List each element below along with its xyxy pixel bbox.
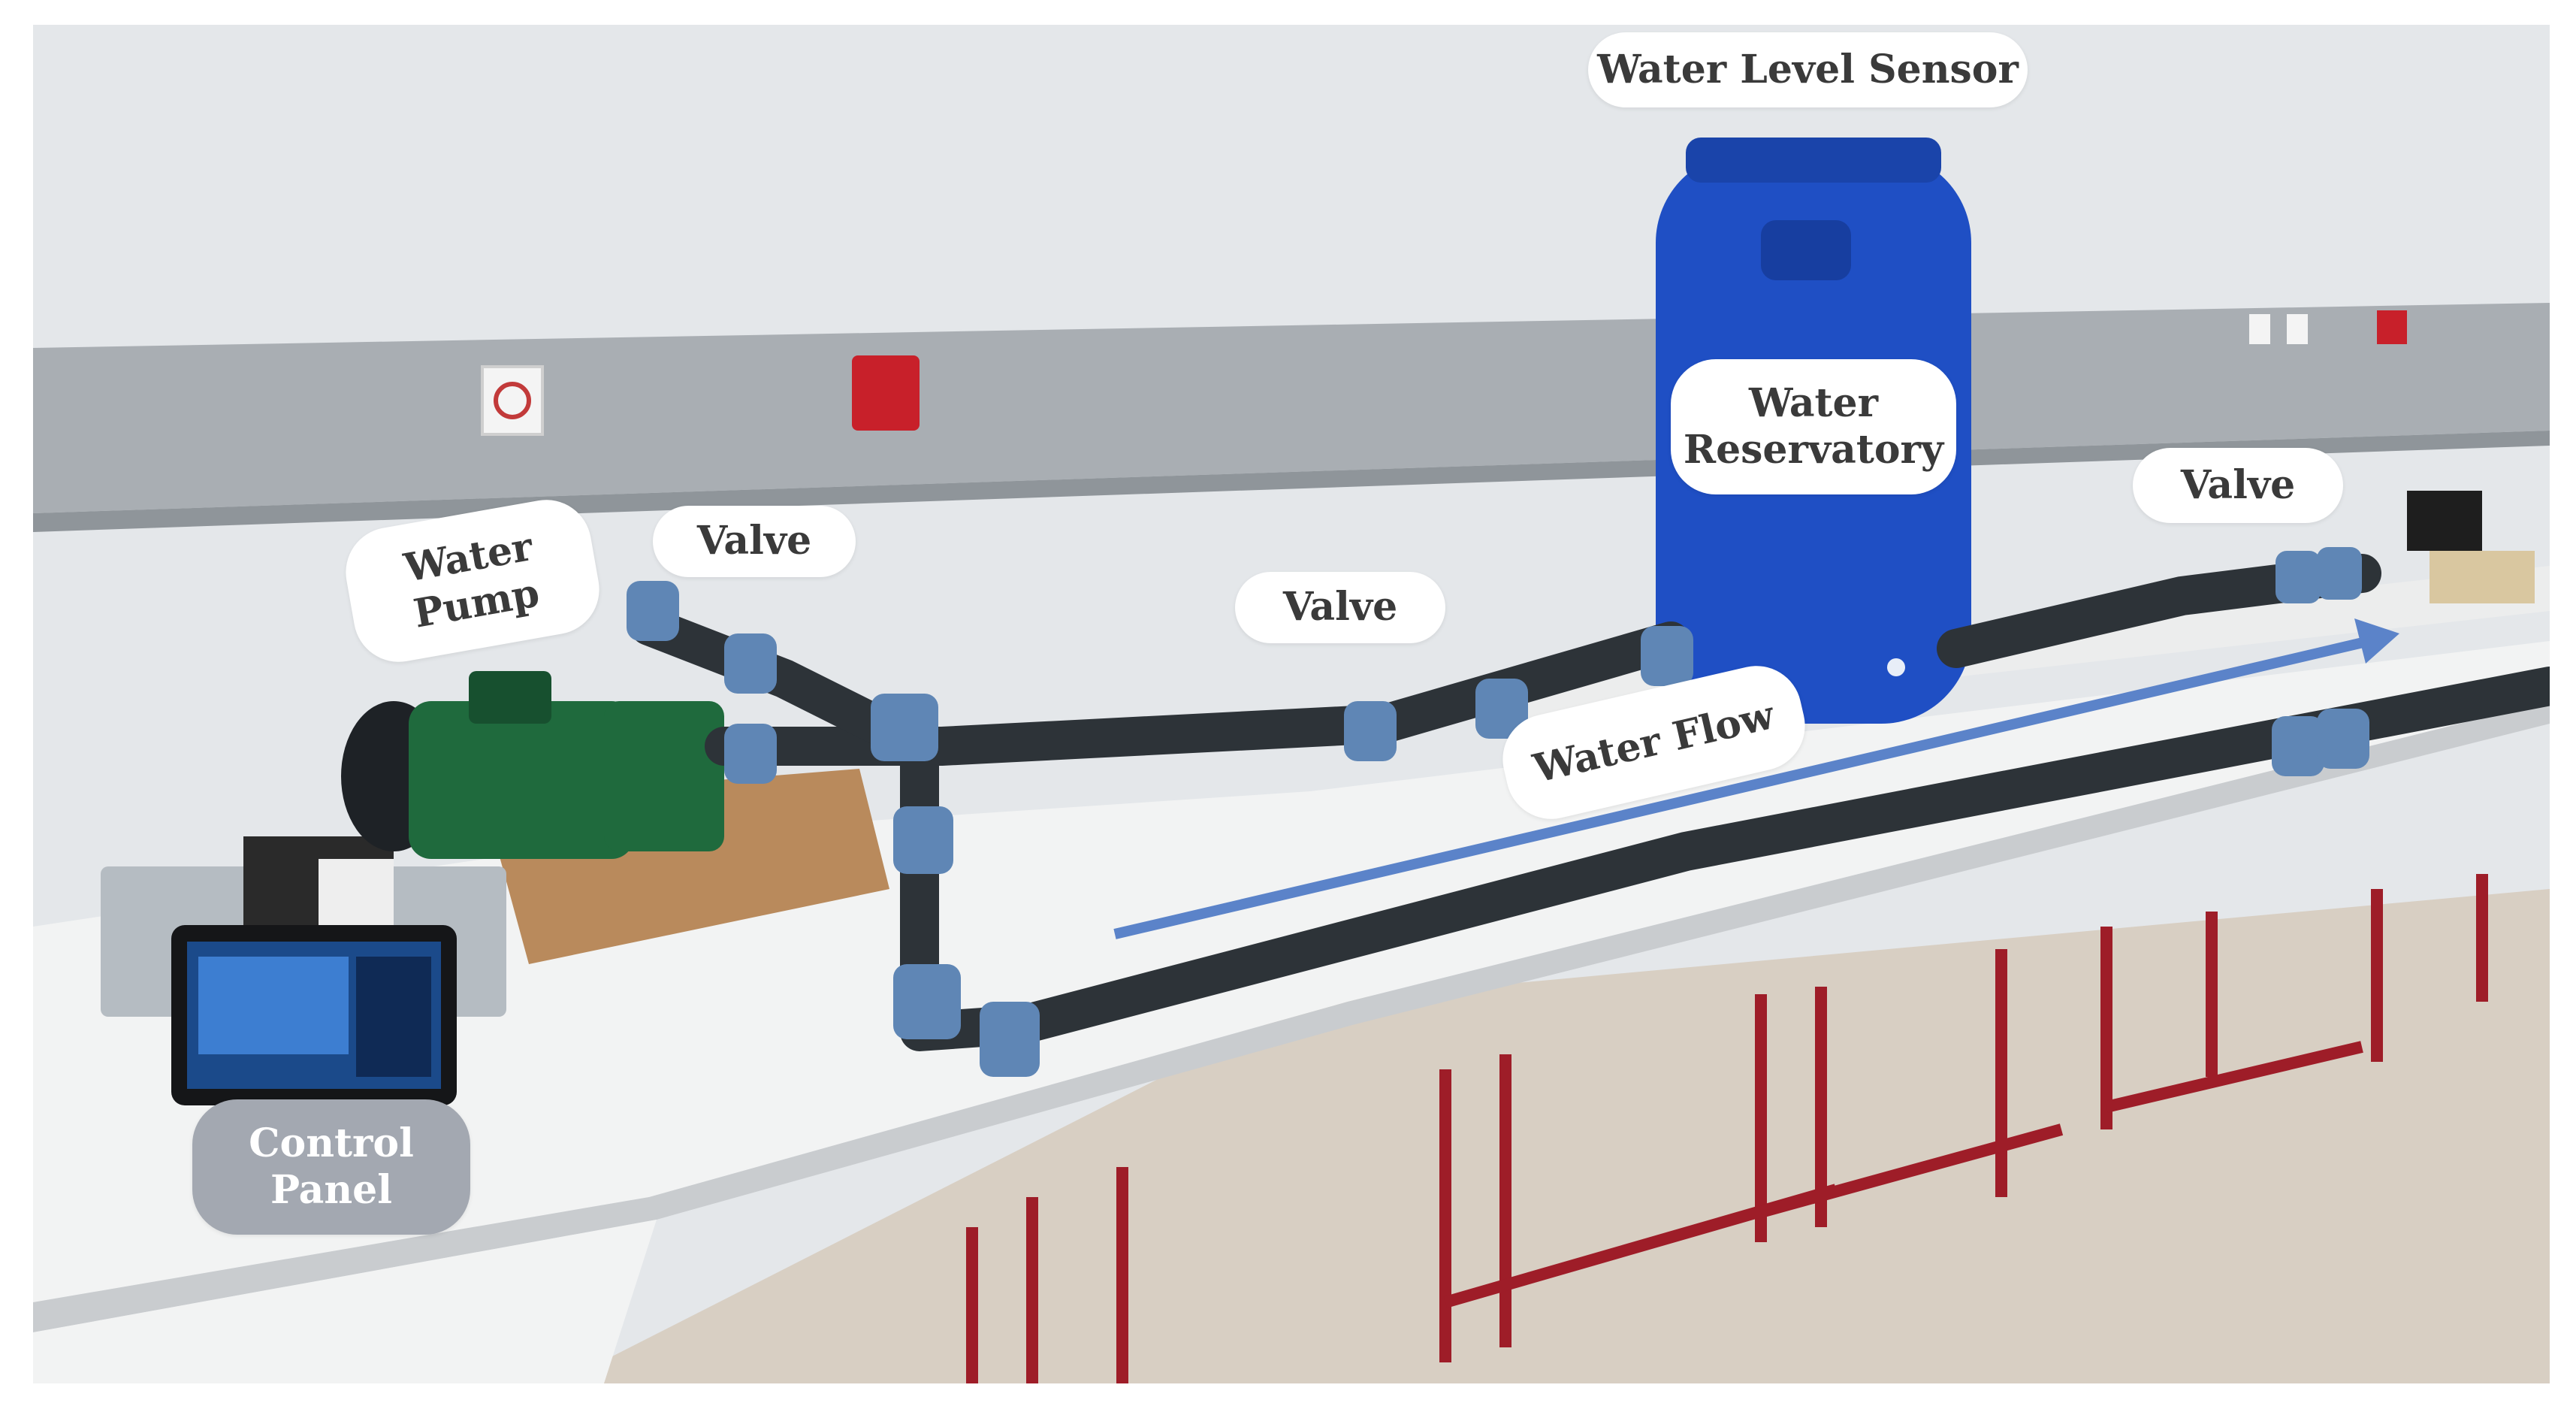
floor	[559, 889, 2550, 1383]
lab-photo: Water Level Sensor Water Reservatory Wat…	[33, 25, 2550, 1383]
pump-illustration	[341, 671, 724, 859]
label-control-panel: Control Panel	[192, 1099, 470, 1235]
flow-arrow	[1113, 618, 2399, 939]
label-water-level-sensor: Water Level Sensor	[1588, 32, 2028, 107]
label-valve-left: Valve	[653, 506, 856, 577]
label-water-reservatory: Water Reservatory	[1671, 359, 1956, 494]
pipe-connectors	[627, 547, 2369, 1077]
control-tablet	[171, 925, 457, 1105]
label-valve-middle: Valve	[1235, 572, 1445, 643]
table-legs	[966, 874, 2488, 1383]
red-socket	[852, 355, 920, 431]
wall-socket	[481, 365, 544, 436]
label-valve-right: Valve	[2133, 448, 2343, 523]
